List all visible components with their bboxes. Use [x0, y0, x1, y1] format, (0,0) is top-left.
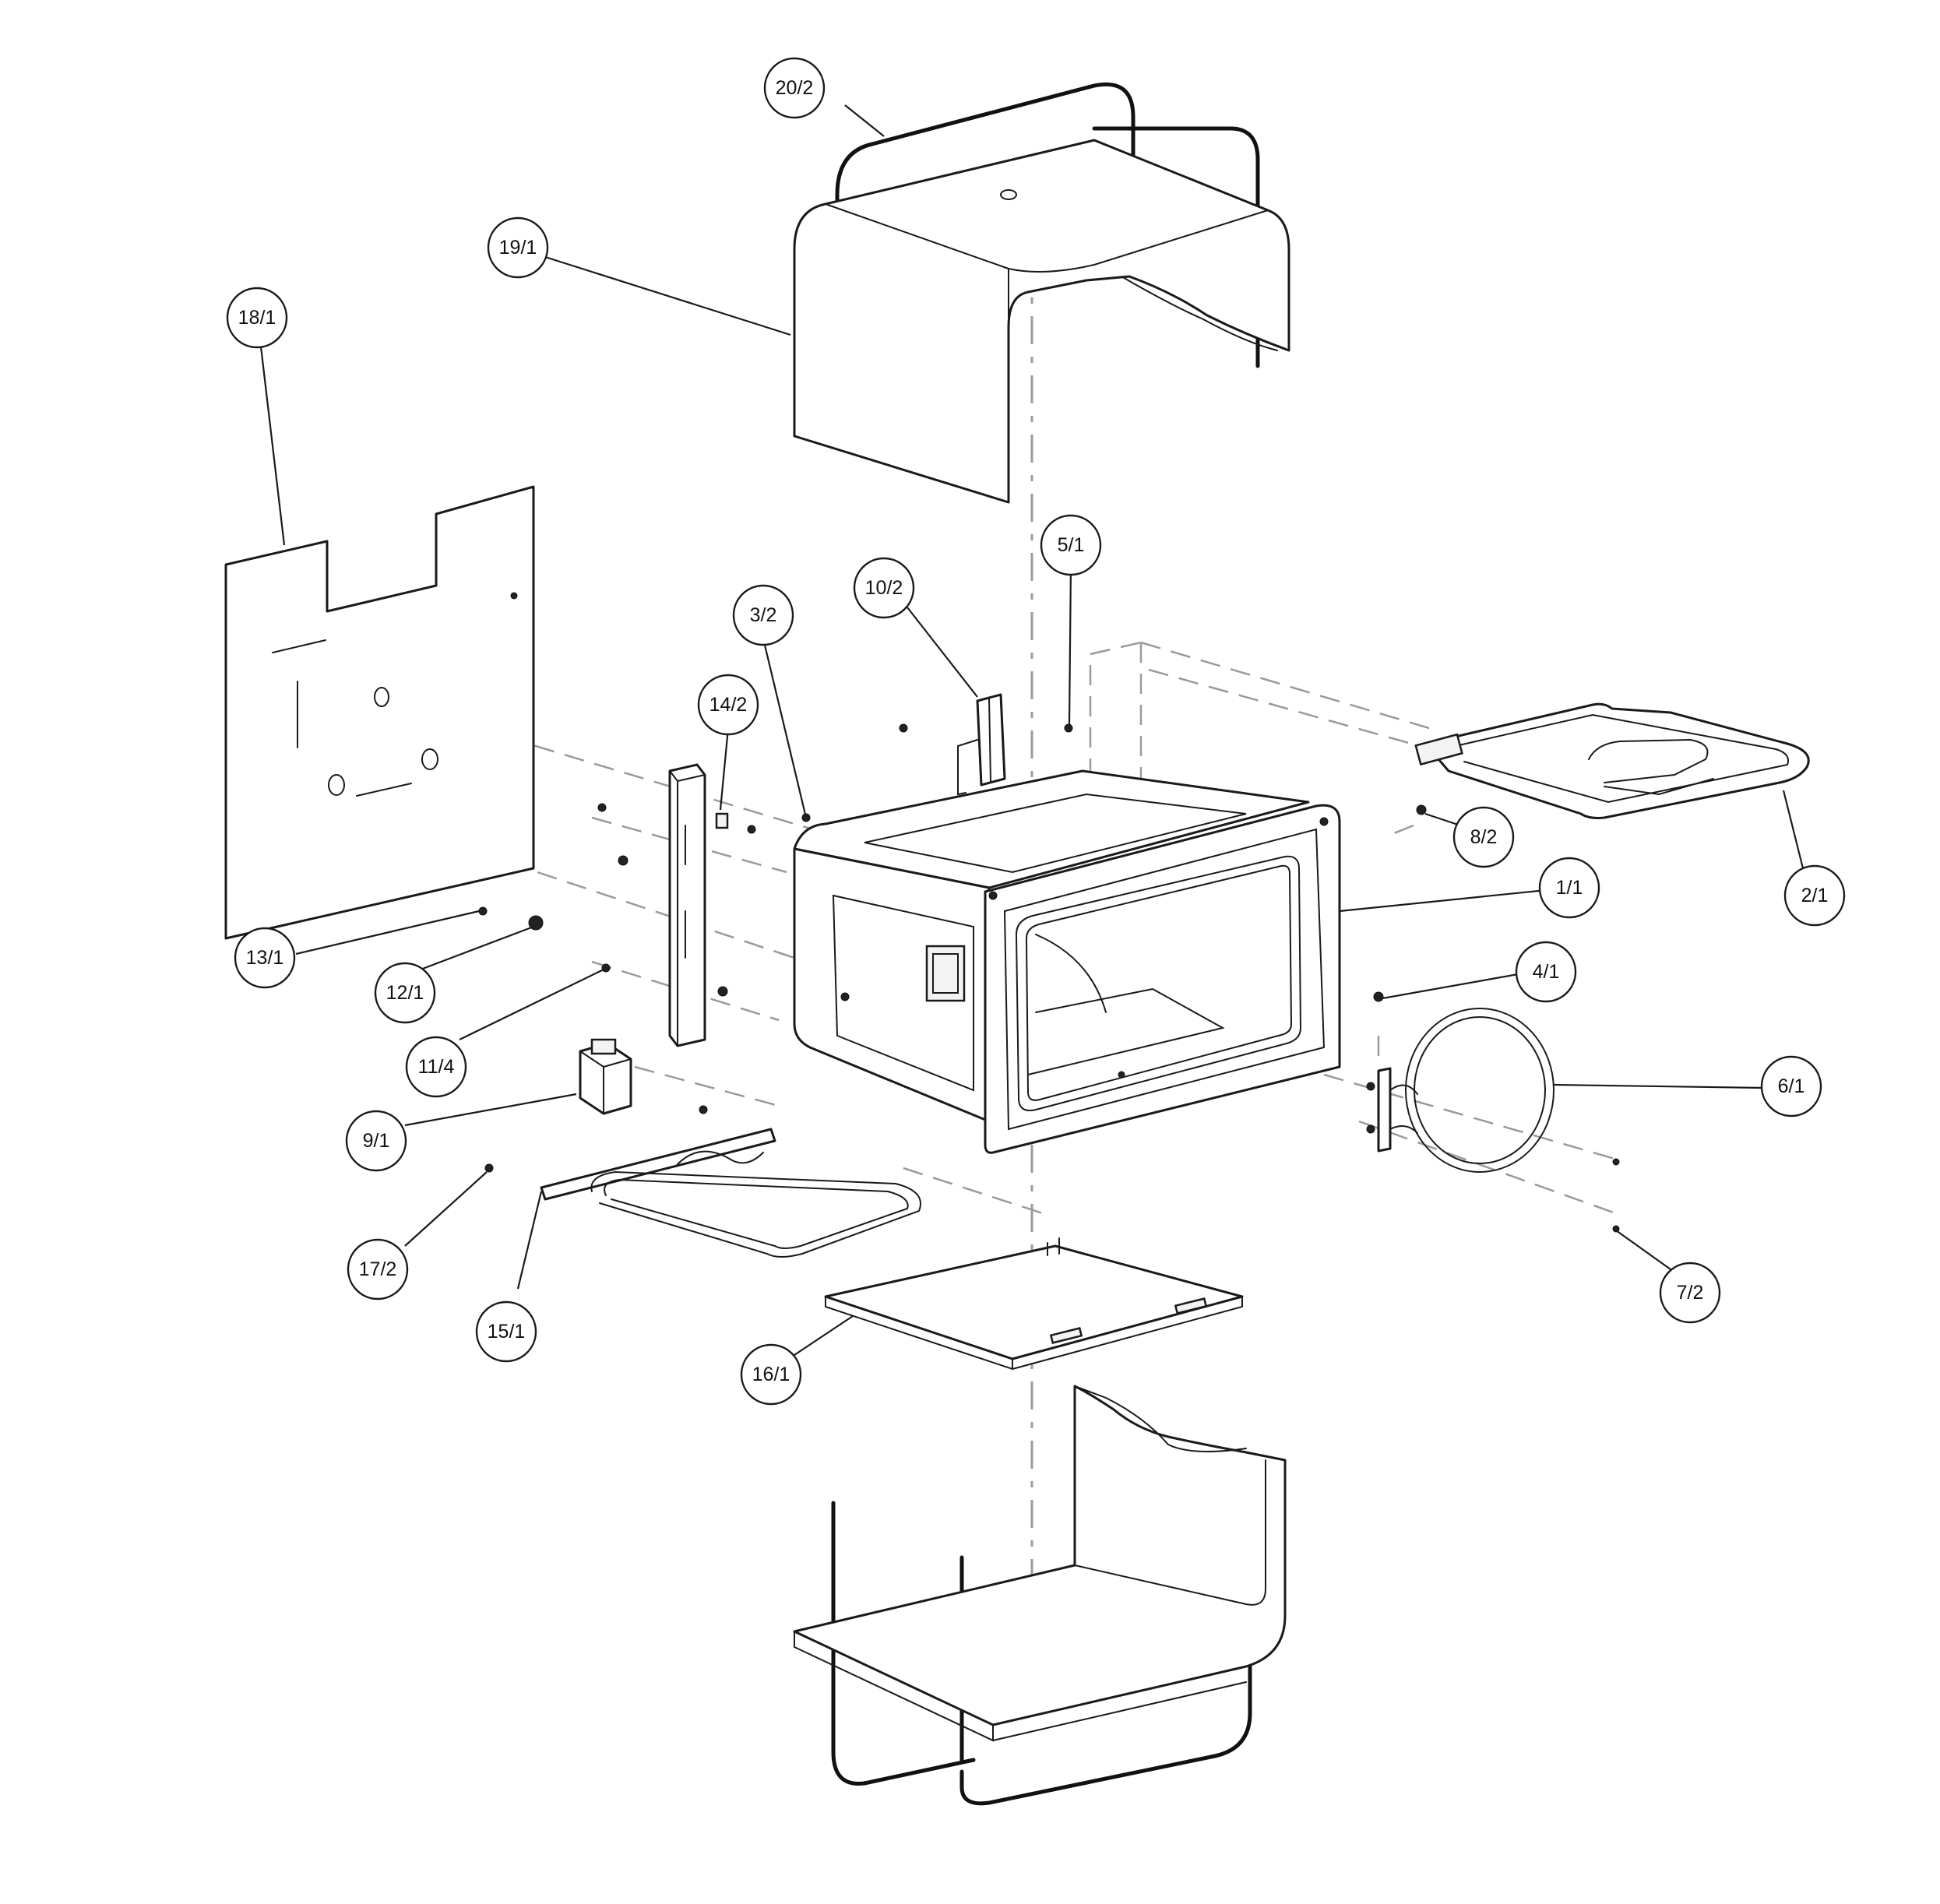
- callout-14-2: 14/2: [697, 674, 759, 736]
- part-15-1-bottom-element: [540, 1128, 921, 1258]
- callout-label: 3/2: [750, 604, 777, 626]
- callout-label: 15/1: [488, 1321, 526, 1343]
- callout-label: 9/1: [363, 1130, 390, 1152]
- callout-12-1: 12/1: [374, 962, 436, 1024]
- part-6-1-circular-element: [1366, 1008, 1554, 1173]
- part-2-1-grill-element: [1414, 702, 1810, 819]
- callout-9-1: 9/1: [345, 1110, 407, 1172]
- callout-label: 13/1: [246, 947, 284, 969]
- callout-label: 4/1: [1533, 961, 1560, 983]
- part-9-1-module: [579, 1038, 632, 1115]
- callout-label: 1/1: [1556, 877, 1583, 899]
- callout-5-1: 5/1: [1040, 514, 1102, 576]
- callout-1-1: 1/1: [1538, 857, 1600, 919]
- callout-2-1: 2/1: [1783, 864, 1846, 927]
- callout-label: 12/1: [386, 982, 424, 1004]
- part-16-1-bottom-tray: [824, 1237, 1244, 1371]
- part-1-1-oven-cavity: [793, 769, 1341, 1154]
- callout-16-1: 16/1: [740, 1343, 802, 1406]
- part-14-2-side-strip: [668, 763, 729, 1047]
- callout-label: 14/2: [709, 694, 748, 716]
- callout-label: 18/1: [238, 307, 276, 329]
- callout-label: 10/2: [865, 577, 903, 599]
- callout-3-2: 3/2: [732, 584, 794, 646]
- callout-15-1: 15/1: [475, 1300, 537, 1363]
- callout-4-1: 4/1: [1515, 941, 1577, 1003]
- part-18-1-back-panel: [224, 485, 535, 940]
- assembly-dashed-lines: [385, 641, 1621, 1216]
- callout-13-1: 13/1: [234, 927, 296, 989]
- callout-6-1: 6/1: [1760, 1055, 1822, 1117]
- callout-label: 11/4: [418, 1056, 455, 1078]
- callout-11-4: 11/4: [405, 1036, 467, 1098]
- callout-label: 5/1: [1058, 534, 1085, 556]
- callout-17-2: 17/2: [347, 1238, 409, 1300]
- part-10-2-bracket: [899, 693, 1006, 796]
- callout-label: 20/2: [776, 77, 814, 99]
- callout-18-1: 18/1: [226, 287, 288, 349]
- callout-8-2: 8/2: [1452, 806, 1515, 868]
- callout-label: 7/2: [1677, 1282, 1704, 1304]
- callout-7-2: 7/2: [1659, 1262, 1721, 1324]
- callout-label: 2/1: [1801, 885, 1829, 906]
- callout-19-1: 19/1: [487, 216, 549, 279]
- bottom-base-cover: [793, 1385, 1287, 1806]
- callout-label: 17/2: [359, 1258, 397, 1280]
- callout-label: 16/1: [752, 1364, 790, 1385]
- callout-10-2: 10/2: [853, 557, 915, 619]
- part-19-1-top-cover: [793, 139, 1290, 504]
- callout-label: 8/2: [1470, 826, 1498, 848]
- callout-20-2: 20/2: [763, 57, 826, 119]
- callout-label: 19/1: [499, 237, 537, 259]
- callout-label: 6/1: [1778, 1075, 1805, 1097]
